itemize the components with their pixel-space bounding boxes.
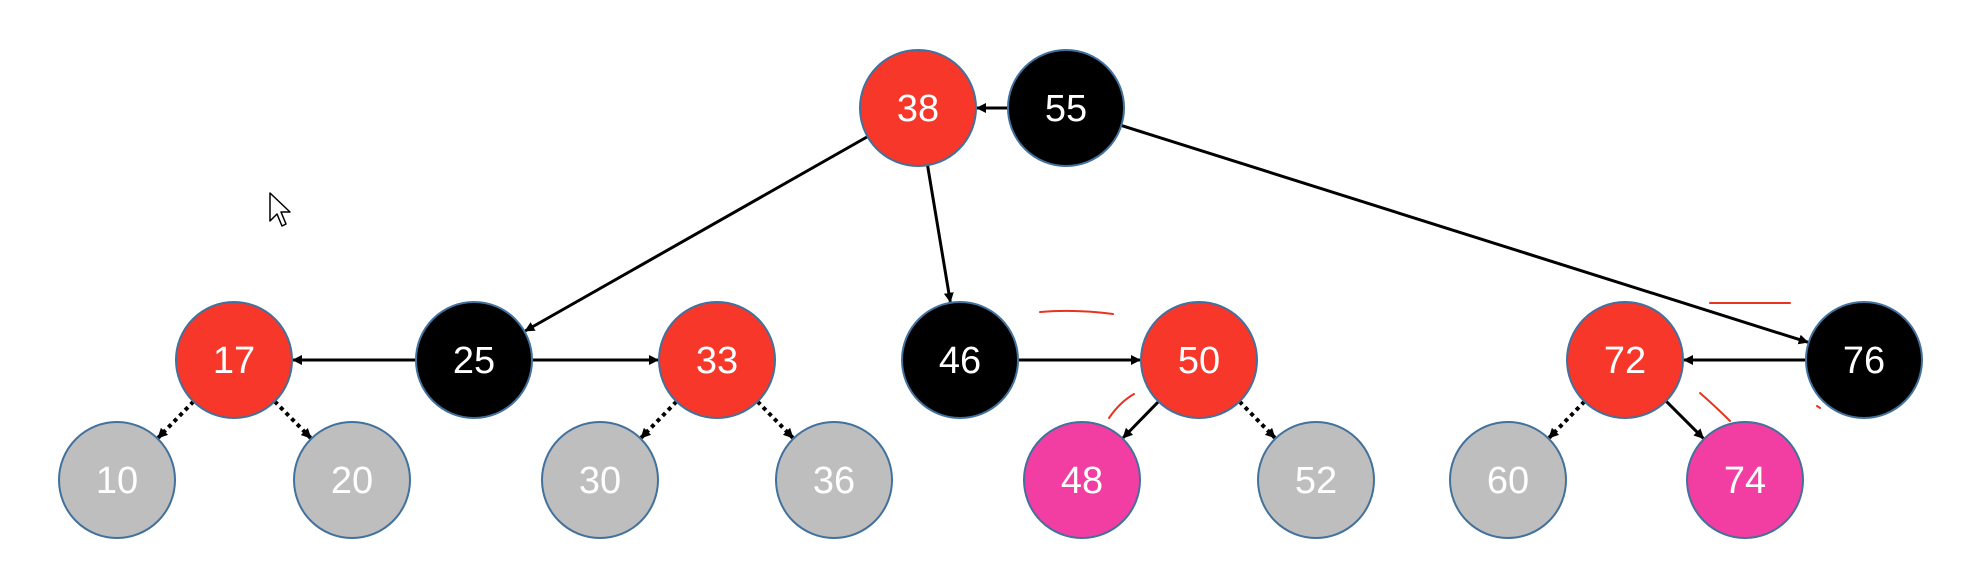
- node-10: 10: [58, 421, 176, 539]
- node-circle-74: [1686, 421, 1804, 539]
- node-36: 36: [775, 421, 893, 539]
- node-label-48: 48: [1061, 460, 1103, 502]
- node-circle-25: [415, 301, 533, 419]
- annotation-dot-near-76: [1816, 405, 1821, 409]
- node-33: 33: [658, 301, 776, 419]
- node-46: 46: [901, 301, 1019, 419]
- node-label-38: 38: [897, 88, 939, 130]
- node-circle-55: [1007, 49, 1125, 167]
- node-circle-52: [1257, 421, 1375, 539]
- edge-33-to-30: [639, 400, 678, 440]
- edge-50-to-52: [1238, 400, 1277, 440]
- node-74: 74: [1686, 421, 1804, 539]
- node-label-30: 30: [579, 460, 621, 502]
- node-17: 17: [175, 301, 293, 419]
- nodes-layer: 38 55 17 25 33 46 50 72 76 10 20 30 36 48 52 60 74: [58, 49, 1923, 539]
- node-55: 55: [1007, 49, 1125, 167]
- node-38: 38: [859, 49, 977, 167]
- node-circle-20: [293, 421, 411, 539]
- edge-38-to-46: [926, 164, 954, 303]
- node-label-55: 55: [1045, 88, 1087, 130]
- edge-17-to-20: [273, 399, 313, 440]
- node-label-60: 60: [1487, 460, 1529, 502]
- node-label-25: 25: [453, 340, 495, 382]
- edge-72-to-60: [1547, 400, 1586, 440]
- node-circle-17: [175, 301, 293, 419]
- node-30: 30: [541, 421, 659, 539]
- annotations-layer: [1039, 302, 1821, 422]
- node-60: 60: [1449, 421, 1567, 539]
- mouse-cursor-icon: [269, 192, 291, 227]
- node-label-74: 74: [1724, 460, 1766, 502]
- node-circle-30: [541, 421, 659, 539]
- node-label-17: 17: [213, 340, 255, 382]
- node-76: 76: [1805, 301, 1923, 419]
- node-50: 50: [1140, 301, 1258, 419]
- edge-55-to-76: [1120, 124, 1809, 345]
- node-72: 72: [1566, 301, 1684, 419]
- node-circle-60: [1449, 421, 1567, 539]
- annotation-stroke-over-46-50: [1039, 309, 1114, 315]
- node-circle-50: [1140, 301, 1258, 419]
- edge-38-to-25: [524, 135, 869, 333]
- node-label-50: 50: [1178, 340, 1220, 382]
- node-circle-48: [1023, 421, 1141, 539]
- edge-33-to-36: [756, 400, 795, 440]
- node-circle-33: [658, 301, 776, 419]
- edge-50-to-48: [1122, 400, 1160, 439]
- node-circle-36: [775, 421, 893, 539]
- node-circle-38: [859, 49, 977, 167]
- node-label-36: 36: [813, 460, 855, 502]
- annotation-stroke-near-48: [1108, 393, 1135, 419]
- node-48: 48: [1023, 421, 1141, 539]
- node-label-33: 33: [696, 340, 738, 382]
- node-52: 52: [1257, 421, 1375, 539]
- node-label-76: 76: [1843, 340, 1885, 382]
- node-label-46: 46: [939, 340, 981, 382]
- node-label-52: 52: [1295, 460, 1337, 502]
- node-circle-76: [1805, 301, 1923, 419]
- edge-17-to-10: [156, 400, 195, 440]
- node-circle-10: [58, 421, 176, 539]
- edge-72-to-74: [1664, 399, 1705, 440]
- annotation-stroke-near-74: [1699, 392, 1731, 422]
- node-label-72: 72: [1604, 340, 1646, 382]
- node-20: 20: [293, 421, 411, 539]
- edges-layer: [156, 103, 1809, 440]
- node-circle-46: [901, 301, 1019, 419]
- node-circle-72: [1566, 301, 1684, 419]
- node-25: 25: [415, 301, 533, 419]
- node-label-10: 10: [96, 460, 138, 502]
- node-label-20: 20: [331, 460, 373, 502]
